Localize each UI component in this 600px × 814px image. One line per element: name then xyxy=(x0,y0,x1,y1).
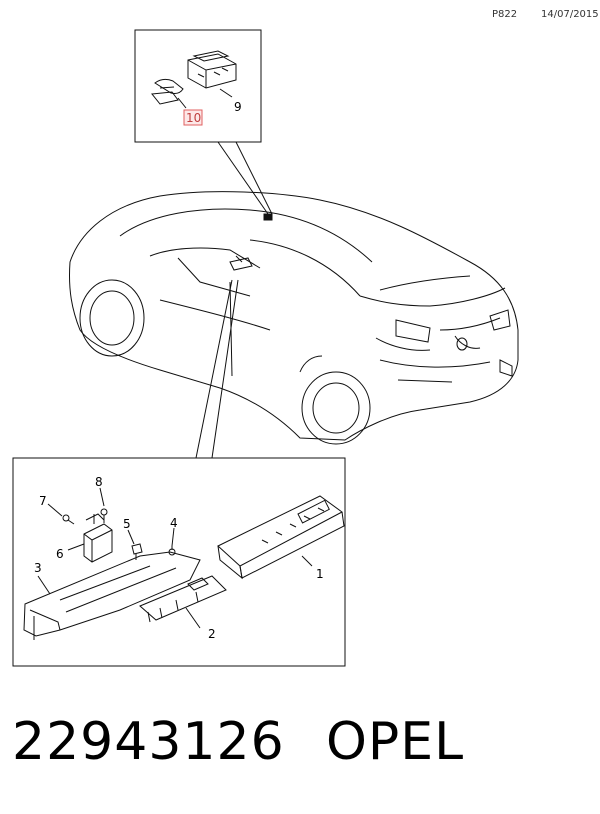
leader-4 xyxy=(171,527,175,547)
callout-4: 4 xyxy=(170,516,178,530)
callout-10: 10 xyxy=(186,111,201,125)
part-10-clip xyxy=(151,78,184,105)
leader-10 xyxy=(177,97,187,109)
leader-9 xyxy=(219,88,233,98)
inset-box-bottom xyxy=(12,457,346,667)
callout-6: 6 xyxy=(56,547,64,561)
leader-8 xyxy=(99,487,105,507)
part-4-screw xyxy=(168,546,176,556)
leader-5 xyxy=(127,529,135,545)
part-5-clip xyxy=(131,543,143,560)
part-9-module xyxy=(187,50,237,89)
part-6-connector xyxy=(83,513,113,563)
leader-2 xyxy=(185,607,201,629)
callout-9: 9 xyxy=(234,100,242,114)
leader-6 xyxy=(67,543,85,551)
callout-7: 7 xyxy=(39,494,47,508)
callout-5: 5 xyxy=(123,517,131,531)
leader-3 xyxy=(37,575,51,595)
callout-2: 2 xyxy=(208,627,216,641)
part-2-harness xyxy=(139,575,227,623)
part-number: 22943126 xyxy=(12,712,285,772)
link-line-top-a xyxy=(217,141,269,215)
page-date: 14/07/2015 xyxy=(541,9,599,20)
part-8-screw xyxy=(100,508,108,523)
link-line-top-b xyxy=(235,141,273,215)
car-illustration xyxy=(69,191,519,445)
part-7-screw xyxy=(62,514,75,525)
page-code: P822 xyxy=(492,9,518,20)
callout-3: 3 xyxy=(34,561,42,575)
part-1-module xyxy=(217,495,345,580)
part-3-bracket xyxy=(23,551,201,640)
link-line-bottom-b xyxy=(211,279,239,459)
callout-10-highlight xyxy=(183,109,203,126)
link-line-bottom-a xyxy=(195,279,233,459)
inset-box-top xyxy=(134,29,262,143)
leader-1 xyxy=(301,555,313,567)
callout-1: 1 xyxy=(316,567,324,581)
leader-7 xyxy=(47,503,63,517)
brand-name: OPEL xyxy=(326,712,465,772)
callout-8: 8 xyxy=(95,475,103,489)
